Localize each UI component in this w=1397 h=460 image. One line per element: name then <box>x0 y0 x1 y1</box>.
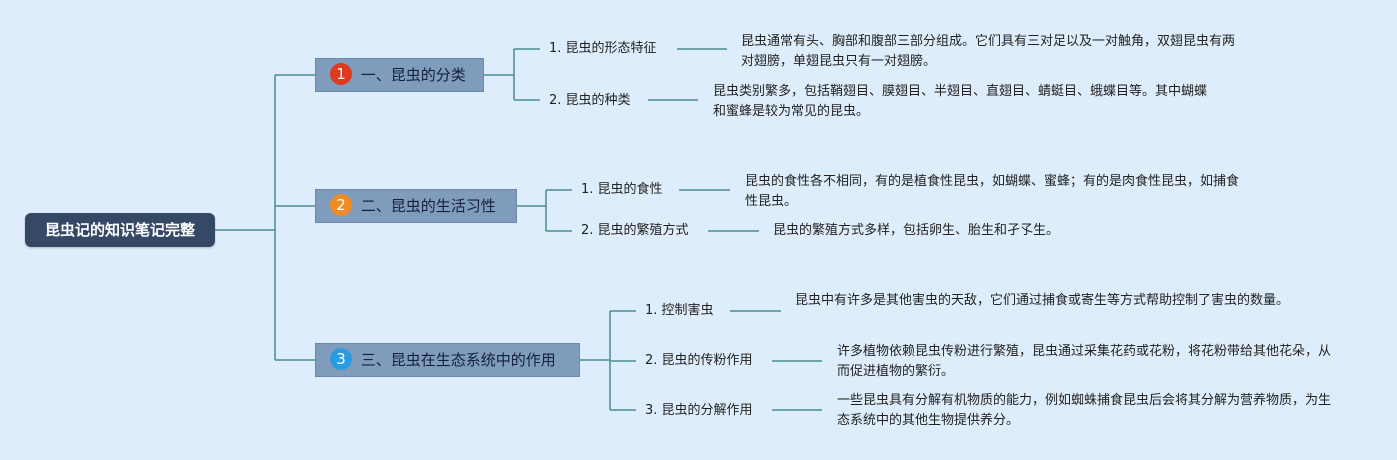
number-2-icon: 2 <box>330 194 352 216</box>
branch-node-ecology[interactable]: 3 三、昆虫在生态系统中的作用 <box>315 343 580 377</box>
description-morphology: 昆虫通常有头、胸部和腹部三部分组成。它们具有三对足以及一对触角，双翅昆虫有两对翅… <box>741 34 1236 69</box>
subtopic-morphology[interactable]: 1. 昆虫的形态特征 <box>549 41 657 56</box>
description-diet: 昆虫的食性各不相同，有的是植食性昆虫，如蝴蝶、蜜蜂；有的是肉食性昆虫，如捕食性昆… <box>745 174 1240 209</box>
branch-label: 三、昆虫在生态系统中的作用 <box>360 351 556 369</box>
subtopic-reproduction[interactable]: 2. 昆虫的繁殖方式 <box>581 223 689 238</box>
branch-label: 二、昆虫的生活习性 <box>360 197 496 215</box>
root-node[interactable]: 昆虫记的知识笔记完整 <box>25 213 215 247</box>
subtopic-decomposition[interactable]: 3. 昆虫的分解作用 <box>645 403 753 418</box>
subtopic-pollination[interactable]: 2. 昆虫的传粉作用 <box>645 353 753 368</box>
description-pollination: 许多植物依赖昆虫传粉进行繁殖，昆虫通过采集花药或花粉，将花粉带给其他花朵，从而促… <box>837 344 1332 379</box>
branch-node-classification[interactable]: 1 一、昆虫的分类 <box>315 58 484 92</box>
branch-label: 一、昆虫的分类 <box>360 66 466 84</box>
description-species: 昆虫类别繁多，包括鞘翅目、膜翅目、半翅目、直翅目、蜻蜓目、蛾蝶目等。其中蝴蝶和蜜… <box>713 84 1208 119</box>
subtopic-pest-control[interactable]: 1. 控制害虫 <box>645 303 714 318</box>
description-reproduction: 昆虫的繁殖方式多样，包括卵生、胎生和孑孓生。 <box>773 223 1060 238</box>
subtopic-diet[interactable]: 1. 昆虫的食性 <box>581 182 663 197</box>
description-decomposition: 一些昆虫具有分解有机物质的能力，例如蜘蛛捕食昆虫后会将其分解为营养物质，为生态系… <box>837 393 1332 428</box>
number-3-icon: 3 <box>330 348 352 370</box>
description-pest-control: 昆虫中有许多是其他害虫的天敌，它们通过捕食或寄生等方式帮助控制了害虫的数量。 <box>795 293 1290 308</box>
subtopic-species[interactable]: 2. 昆虫的种类 <box>549 93 631 108</box>
branch-node-habits[interactable]: 2 二、昆虫的生活习性 <box>315 189 517 223</box>
root-label: 昆虫记的知识笔记完整 <box>44 221 195 239</box>
number-1-icon: 1 <box>330 63 352 85</box>
